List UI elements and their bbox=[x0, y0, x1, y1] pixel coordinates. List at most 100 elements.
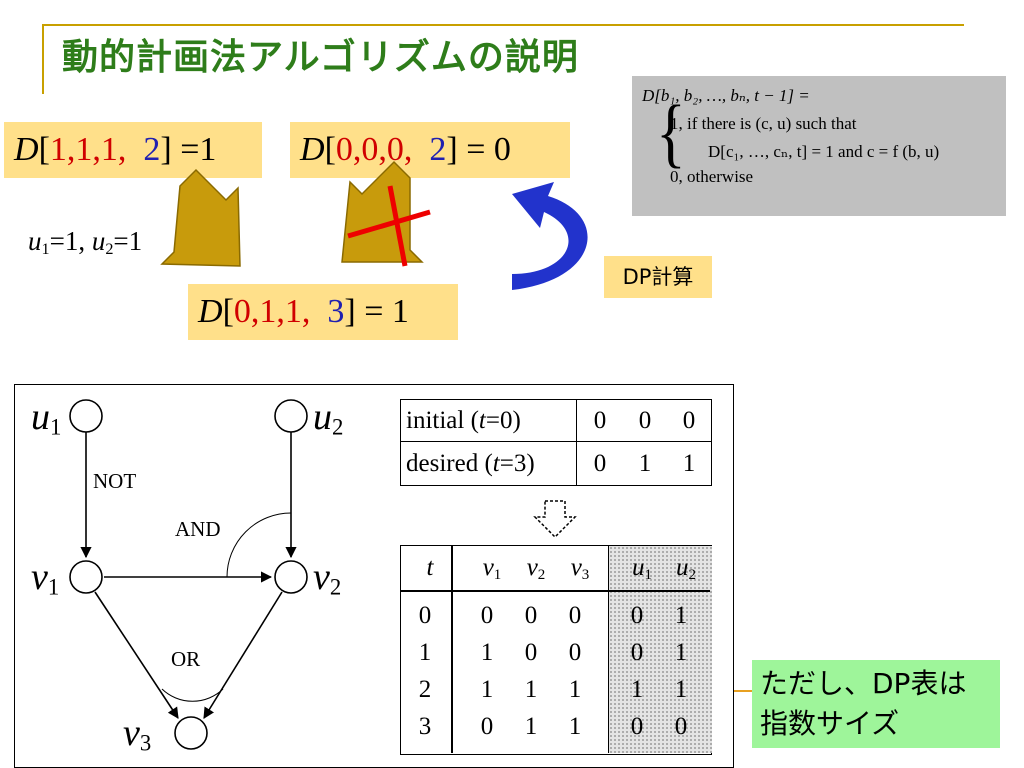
red-cross-icon bbox=[347, 185, 431, 267]
formula-case1-equation: D[c₁, …, cₙ, t] = 1 and c = f (b, u) bbox=[708, 142, 940, 161]
state-row-label: desired (t=3) bbox=[400, 441, 577, 486]
dp-table-header-t: t bbox=[413, 554, 447, 582]
dp-symbol: D bbox=[198, 293, 223, 330]
dp-table-cell: 0 bbox=[524, 602, 538, 629]
header-name: v bbox=[482, 554, 494, 581]
header-name: u bbox=[676, 554, 689, 581]
node-v3 bbox=[174, 716, 208, 750]
result-value: ] =1 bbox=[160, 131, 217, 168]
node-subscript: 2 bbox=[329, 574, 342, 600]
transition-arrows bbox=[160, 160, 588, 290]
dp-table-cell: 0 bbox=[524, 639, 538, 666]
node-name: v bbox=[31, 556, 48, 598]
note-connector bbox=[734, 690, 752, 692]
dp-box-left: D[1,1,1, 2] =1 bbox=[4, 122, 262, 178]
state-table: initial (t=0) 0 0 0 desired (t=3) 0 1 1 bbox=[400, 399, 712, 486]
table-cell: 0 bbox=[593, 406, 607, 434]
title-rule-vertical bbox=[42, 24, 44, 94]
node-label-u1: u1 bbox=[31, 395, 61, 441]
node-v1 bbox=[69, 560, 103, 594]
label-text: initial ( bbox=[406, 406, 479, 434]
dp-table-cell: 0 bbox=[630, 602, 644, 629]
bracket: [ bbox=[38, 131, 50, 168]
node-u2 bbox=[274, 399, 308, 433]
node-v2 bbox=[274, 560, 308, 594]
dp-table-header-u2: u2 bbox=[669, 554, 703, 584]
dp-calc-label: DP計算 bbox=[604, 256, 712, 298]
table-cell: 0 bbox=[638, 406, 652, 434]
dp-recurrence-formula: D[b₁, b₂, …, bₙ, t − 1] = { 1, if there … bbox=[632, 76, 1006, 216]
result-value: ] = 1 bbox=[344, 293, 409, 330]
and-gate-arc bbox=[226, 512, 292, 578]
label-t: t bbox=[478, 406, 486, 434]
node-label-u2: u2 bbox=[313, 395, 343, 441]
dp-table-cell: 1 bbox=[480, 676, 494, 703]
dp-table-cell: 1 bbox=[480, 639, 494, 666]
dp-table-cell: 1 bbox=[630, 676, 644, 703]
note-line-2: 指数サイズ bbox=[760, 707, 900, 740]
time-value: 2 bbox=[143, 131, 161, 168]
table-row: desired (t=3) 0 1 1 bbox=[400, 441, 712, 486]
node-name: v bbox=[313, 556, 330, 598]
dp-table-header-v1: v1 bbox=[475, 554, 509, 584]
gate-label-or: OR bbox=[171, 647, 201, 671]
table-cell: 1 bbox=[682, 449, 696, 477]
label-text: =3) bbox=[499, 449, 535, 477]
header-subscript: 2 bbox=[688, 566, 697, 583]
hollow-down-arrow-icon bbox=[533, 500, 577, 539]
header-name: v bbox=[526, 554, 538, 581]
header-subscript: 1 bbox=[644, 566, 653, 583]
title-rule-horizontal bbox=[42, 24, 964, 26]
node-u1 bbox=[69, 399, 103, 433]
slide-title: 動的計画法アルゴリズムの説明 bbox=[62, 37, 579, 78]
dp-table-cell: 0 bbox=[480, 713, 494, 740]
label-text: desired ( bbox=[406, 449, 493, 477]
header-subscript: 1 bbox=[493, 566, 502, 583]
blue-curved-arrow-icon bbox=[512, 182, 588, 290]
header-subscript: 2 bbox=[537, 566, 546, 583]
u1-symbol: u bbox=[28, 226, 42, 256]
table-cell: 0 bbox=[682, 406, 696, 434]
dp-table-cell: 0 bbox=[480, 602, 494, 629]
dp-table-cell: 0 bbox=[674, 713, 688, 740]
node-subscript: 1 bbox=[47, 574, 60, 600]
header-name: t bbox=[426, 554, 434, 581]
node-subscript: 3 bbox=[139, 730, 152, 756]
bracket: [ bbox=[324, 131, 336, 168]
boolean-network-diagram bbox=[69, 399, 308, 750]
node-subscript: 1 bbox=[50, 414, 62, 440]
network-panel: u1 u2 v1 v2 v3 NOT AND OR initial (t=0) … bbox=[14, 384, 734, 768]
formula-case2: 0, otherwise bbox=[670, 167, 754, 186]
gold-arrow-right bbox=[341, 160, 424, 263]
dp-table-cell: 1 bbox=[674, 639, 688, 666]
header-name: u bbox=[632, 554, 645, 581]
dp-box-right: D[0,0,0, 2] = 0 bbox=[290, 122, 570, 178]
dp-symbol: D bbox=[300, 131, 325, 168]
header-name: v bbox=[570, 554, 582, 581]
table-cell: 0 bbox=[593, 449, 607, 477]
state-values: 1,1,1, bbox=[49, 131, 127, 168]
dp-table-cell: 1 bbox=[568, 713, 582, 740]
dp-table-cell: 1 bbox=[674, 676, 688, 703]
node-subscript: 2 bbox=[332, 414, 344, 440]
table-row: initial (t=0) 0 0 0 bbox=[400, 399, 712, 442]
dp-table-cell: 1 bbox=[418, 639, 432, 666]
dp-box-bottom: D[0,1,1, 3] = 1 bbox=[188, 284, 458, 340]
note-line-1: ただし、DP表は bbox=[760, 667, 967, 700]
label-text: =0) bbox=[485, 406, 521, 434]
dp-table-header-v2: v2 bbox=[519, 554, 553, 584]
node-label-v1: v1 bbox=[31, 555, 59, 601]
node-name: u bbox=[31, 396, 50, 438]
dp-table-cell: 2 bbox=[418, 676, 432, 703]
gate-label-and: AND bbox=[175, 517, 221, 541]
u2-subscript: 2 bbox=[105, 240, 114, 259]
table-divider bbox=[401, 590, 710, 592]
dp-table-cell: 0 bbox=[568, 602, 582, 629]
u2-value: =1 bbox=[113, 226, 143, 256]
edge-v2-v3 bbox=[203, 591, 283, 719]
dp-table-cell: 0 bbox=[568, 639, 582, 666]
dp-table-cell: 1 bbox=[524, 676, 538, 703]
table-divider bbox=[451, 546, 453, 753]
dp-table-cell: 3 bbox=[418, 713, 432, 740]
